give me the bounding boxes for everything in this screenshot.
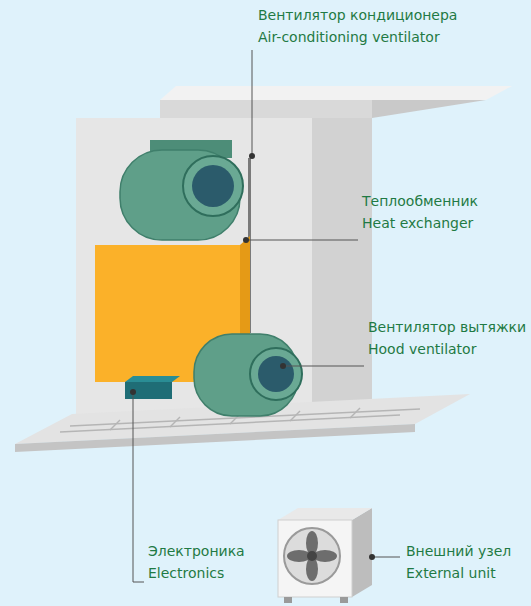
ac-fan-hub: [192, 165, 234, 207]
electronics-box: [125, 382, 172, 399]
ac-fan-ring: [183, 156, 243, 216]
external-unit-front: [278, 520, 352, 597]
leader-lines: [133, 50, 400, 582]
hood-cap-side: [372, 100, 486, 118]
hood-body-front: [76, 118, 312, 418]
callout-label: External unit: [406, 564, 496, 582]
hood-fan-ring: [250, 348, 302, 400]
external-unit-fan: [287, 531, 337, 581]
callout-label: Electronics: [148, 564, 224, 582]
hood-fan-hub: [258, 356, 294, 392]
hood-cap-front: [160, 100, 372, 118]
electronics-top: [125, 376, 180, 382]
callout-label: Вентилятор кондиционера: [258, 6, 457, 24]
callout-label: Электроника: [148, 542, 245, 560]
leader-dots: [130, 153, 375, 560]
callout-label: Heat exchanger: [362, 214, 473, 232]
external-unit-foot: [340, 597, 348, 603]
callout-label: Теплообменник: [362, 192, 478, 210]
callout-label: Вентилятор вытяжки: [368, 318, 526, 336]
hood-panel-edge: [15, 424, 415, 452]
external-unit-foot: [284, 597, 292, 603]
callout-label: Внешний узел: [406, 542, 511, 560]
external-unit-grille: [284, 528, 340, 584]
hood-fan-body: [194, 334, 298, 416]
hood-cap-top: [160, 86, 512, 100]
external-unit-top: [278, 508, 372, 520]
external-unit-side: [352, 508, 372, 597]
hood-body-side: [312, 118, 372, 415]
callout-label: Air-conditioning ventilator: [258, 28, 440, 46]
callout-label: Hood ventilator: [368, 340, 476, 358]
